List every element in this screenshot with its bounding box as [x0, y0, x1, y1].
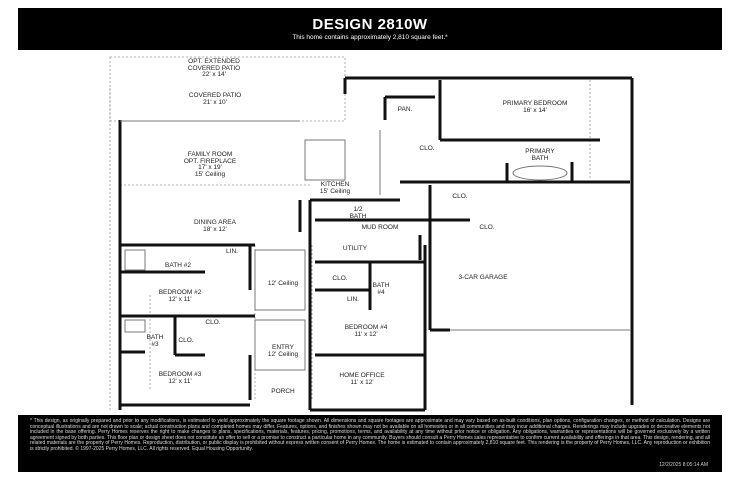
room-name: #4 — [377, 288, 385, 296]
room-primary-bedroom: PRIMARY BEDROOM 16' x 14' — [502, 100, 568, 114]
room-bed4-closet: CLO. — [332, 275, 348, 283]
timestamp: 12/2/2025 8:05:14 AM — [659, 462, 708, 468]
room-name: BEDROOM #4 — [344, 324, 388, 331]
disclaimer-footer: * This design, as originally prepared an… — [18, 415, 722, 472]
room-primary-bath: PRIMARY BATH — [525, 148, 555, 162]
room-name: PORCH — [271, 388, 295, 395]
room-size: 17' x 19' — [198, 164, 222, 171]
room-name: CLO. — [452, 193, 468, 200]
room-entry: ENTRY 12' Ceiling — [267, 344, 299, 358]
room-bath-4: BATH #4 — [372, 282, 390, 296]
room-bed3-closet: CLO. — [178, 337, 194, 345]
room-mud-closet: CLO. — [479, 224, 495, 232]
room-name: COVERED PATIO — [188, 92, 242, 99]
room-name: BATH — [349, 212, 367, 220]
room-size: 11' x 12' — [350, 378, 374, 386]
room-covered-patio: COVERED PATIO 21' x 10' — [188, 92, 242, 106]
room-name: DINING AREA — [194, 219, 236, 226]
room-name: ENTRY — [272, 344, 294, 351]
room-name: LIN. — [226, 248, 238, 255]
room-pantry: PAN. — [397, 106, 413, 114]
room-name: BATH — [372, 282, 390, 289]
room-name: COVERED PATIO — [187, 64, 241, 72]
plan-header: DESIGN 2810W This home contains approxim… — [18, 8, 722, 50]
room-name: BEDROOM #3 — [158, 371, 202, 378]
room-bedroom-3: BEDROOM #3 12' x 11' — [158, 371, 202, 385]
room-mud-room: MUD ROOM — [361, 224, 399, 232]
room-size: 16' x 14' — [523, 106, 547, 114]
room-name: PAN. — [397, 106, 413, 113]
room-utility: UTILITY — [342, 245, 368, 253]
room-ceiling: 15' Ceiling — [319, 187, 351, 195]
room-kitchen: KITCHEN 15' Ceiling — [319, 181, 351, 195]
room-name: OPT. FIREPLACE — [183, 157, 237, 165]
room-name: CLO. — [178, 337, 194, 344]
room-name: MUD ROOM — [361, 224, 399, 231]
room-ceiling: 12' Ceiling — [267, 350, 299, 358]
room-family-room: FAMILY ROOM OPT. FIREPLACE 17' x 19' 15'… — [183, 151, 237, 178]
room-bath-2: BATH #2 — [165, 262, 191, 270]
room-name: BEDROOM #2 — [158, 289, 202, 296]
room-home-office: HOME OFFICE 11' x 12' — [339, 372, 385, 386]
room-bedroom-2: BEDROOM #2 12' x 11' — [158, 289, 202, 303]
square-footage-note: This home contains approximately 2,810 s… — [292, 34, 448, 41]
room-size: 12' x 11' — [168, 377, 192, 385]
room-porch: PORCH — [271, 388, 295, 396]
room-name: #3 — [151, 340, 159, 348]
room-name: CLO. — [419, 145, 435, 152]
room-name: CLO. — [332, 275, 348, 282]
room-extended-patio: OPT. EXTENDED COVERED PATIO 22' x 14' — [187, 58, 241, 79]
design-title: DESIGN 2810W — [312, 16, 428, 33]
room-size: 11' x 12' — [354, 330, 378, 338]
room-name: KITCHEN — [320, 181, 350, 188]
room-size: 12' x 11' — [168, 295, 192, 303]
room-name: HOME OFFICE — [339, 372, 385, 379]
room-name: 1/2 — [353, 206, 363, 213]
room-bath-3: BATH #3 — [146, 334, 164, 348]
room-name: BATH — [531, 154, 549, 162]
room-garage: 3-CAR GARAGE — [458, 274, 508, 282]
room-name: CLO. — [479, 224, 495, 231]
room-primary-closet-2: CLO. — [452, 193, 468, 201]
room-name: PRIMARY BEDROOM — [502, 100, 568, 107]
room-ceiling: 12' Ceiling — [267, 280, 299, 287]
room-size: 21' x 10' — [203, 98, 227, 106]
room-bed2-closet: CLO. — [205, 319, 221, 327]
room-name: PRIMARY — [525, 148, 555, 155]
room-name: LIN. — [347, 296, 359, 303]
room-name: OPT. EXTENDED — [188, 58, 240, 65]
room-size: 18' x 12' — [203, 225, 227, 233]
room-dining-area: DINING AREA 18' x 12' — [194, 219, 236, 233]
room-name: UTILITY — [342, 245, 368, 252]
room-linen-2: LIN. — [226, 248, 238, 256]
disclaimer-text: * This design, as originally prepared an… — [30, 418, 710, 452]
room-hall-ceiling: 12' Ceiling — [267, 280, 299, 288]
room-name: FAMILY ROOM — [187, 151, 233, 158]
room-name: CLO. — [205, 319, 221, 326]
room-name: BATH — [146, 334, 164, 341]
room-ceiling: 15' Ceiling — [194, 170, 226, 178]
room-primary-closet: CLO. — [419, 145, 435, 153]
room-linen-4: LIN. — [347, 296, 359, 304]
room-bedroom-4: BEDROOM #4 11' x 12' — [344, 324, 388, 338]
room-size: 22' x 14' — [202, 71, 226, 78]
room-name: 3-CAR GARAGE — [458, 274, 508, 281]
room-name: BATH #2 — [165, 262, 191, 269]
room-half-bath: 1/2 BATH — [349, 206, 367, 220]
